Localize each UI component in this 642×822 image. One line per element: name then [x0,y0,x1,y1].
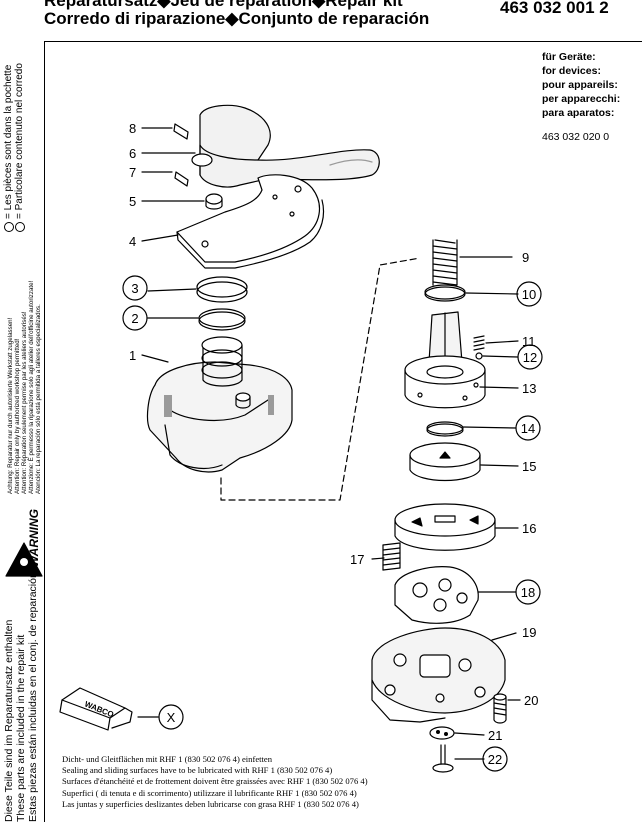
header-rule [44,41,642,42]
note-line-es: Las juntas y superficies deslizantes deb… [62,798,359,809]
plunger-part-13 [404,311,486,409]
callout-18: 18 [521,585,535,600]
valve-part-22 [432,744,454,773]
callout-15: 15 [522,459,536,474]
lever-handle-part [191,104,380,188]
note-line-de: Dicht- und Gleitflächen mit RHF 1 (830 5… [62,754,273,764]
callout-3: 3 [131,281,138,296]
ring-part-2 [198,308,246,331]
ring-part-10 [424,284,466,302]
devices-label-it: per apparecchi: [542,93,621,105]
callout-12: 12 [523,350,537,365]
valve-plate-part-16 [394,503,496,551]
callout-4: 4 [129,234,136,249]
callout-11: 11 [522,334,536,349]
plate-part-4 [176,174,325,269]
note-line-fr: Surfaces d'étanchéité et de frottement d… [62,776,368,787]
title-line-2: Corredo di riparazione◆Conjunto de repar… [44,9,430,28]
callout-x: X [167,710,176,725]
devices-label-en: for devices: [542,65,601,77]
devices-block: für Geräte: for devices: pour appareils:… [542,50,620,120]
housing-part-1 [146,336,293,473]
note-line-en: Sealing and sliding surfaces have to be … [62,765,333,776]
spring-part-11 [473,335,485,351]
pin-part-7 [174,171,189,187]
base-housing-part-19 [371,627,506,723]
pin-part-8 [173,123,189,140]
callout-16: 16 [522,521,536,536]
bushing-part-5 [205,193,223,210]
devices-label-de: für Geräte: [542,51,596,63]
callout-20: 20 [524,693,538,708]
device-number: 463 032 020 0 [542,131,610,143]
devices-label-fr: pour appareils: [542,79,618,91]
ring-part-3 [196,276,248,303]
callout-5: 5 [129,194,136,209]
disc-part-21 [429,726,455,740]
disc-part-15 [409,442,481,482]
assembly-line [220,257,421,501]
callout-7: 7 [129,165,136,180]
callout-2: 2 [131,311,138,326]
callout-19: 19 [522,625,536,640]
spring-part-17 [382,542,401,571]
lubrication-note: Dicht- und Gleitflächen mit RHF 1 (830 5… [62,754,368,810]
spring-part-9 [432,239,458,286]
margin-rule [44,41,45,822]
callout-1: 1 [129,348,136,363]
callout-13: 13 [522,381,536,396]
grease-tube-icon [59,687,133,731]
callout-17: 17 [350,552,364,567]
callout-21: 21 [488,728,502,743]
screw-part-20 [493,693,507,724]
devices-label-es: para aparatos: [542,107,615,119]
gasket-part-18 [394,566,479,624]
part-number: 463 032 001 2 [500,0,609,17]
ring-part-14 [426,421,464,437]
callout-6: 6 [129,146,136,161]
callout-10: 10 [522,287,536,302]
ball-part-12 [475,352,483,360]
warning-triangle-icon [5,542,43,577]
title-line-1: Reparatursatz◆Jeu de réparation◆Repair k… [44,0,403,10]
callout-14: 14 [521,421,535,436]
callout-22: 22 [488,752,502,767]
callout-8: 8 [129,121,136,136]
note-line-it: Superfici ( di tenuta e di scorrimento) … [62,787,357,798]
callout-9: 9 [522,250,529,265]
